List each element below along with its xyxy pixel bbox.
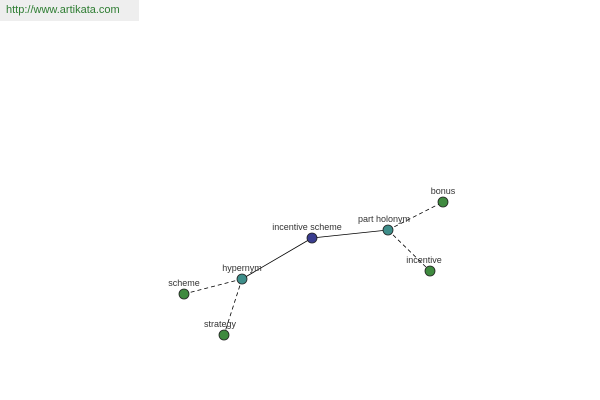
node-label-part-holonym: part holonym bbox=[358, 214, 410, 224]
node-hypernym[interactable] bbox=[236, 273, 248, 285]
edge-incentive-scheme-to-hypernym bbox=[241, 237, 313, 280]
node-strategy[interactable] bbox=[218, 329, 230, 341]
site-banner: http://www.artikata.com bbox=[0, 0, 139, 21]
edge-part-holonym-to-bonus bbox=[387, 201, 444, 231]
node-bonus[interactable] bbox=[437, 196, 449, 208]
site-url-link[interactable]: http://www.artikata.com bbox=[6, 4, 120, 16]
node-part-holonym[interactable] bbox=[382, 224, 394, 236]
edge-hypernym-to-scheme bbox=[183, 278, 243, 295]
node-label-scheme: scheme bbox=[168, 278, 200, 288]
edges-layer bbox=[183, 201, 444, 336]
node-label-strategy: strategy bbox=[204, 319, 237, 329]
node-scheme[interactable] bbox=[178, 288, 190, 300]
node-incentive[interactable] bbox=[424, 265, 436, 277]
node-label-incentive-scheme: incentive scheme bbox=[272, 222, 342, 232]
nodes-layer: incentive scheme part holonym hypernym bonu… bbox=[168, 186, 456, 341]
node-label-incentive: incentive bbox=[406, 255, 442, 265]
edge-incentive-scheme-to-part-holonym bbox=[311, 229, 389, 239]
edge-hypernym-to-strategy bbox=[223, 278, 243, 336]
edge-part-holonym-to-incentive bbox=[387, 229, 431, 272]
node-label-hypernym: hypernym bbox=[222, 263, 262, 273]
node-label-bonus: bonus bbox=[431, 186, 456, 196]
node-incentive-scheme[interactable] bbox=[306, 232, 318, 244]
